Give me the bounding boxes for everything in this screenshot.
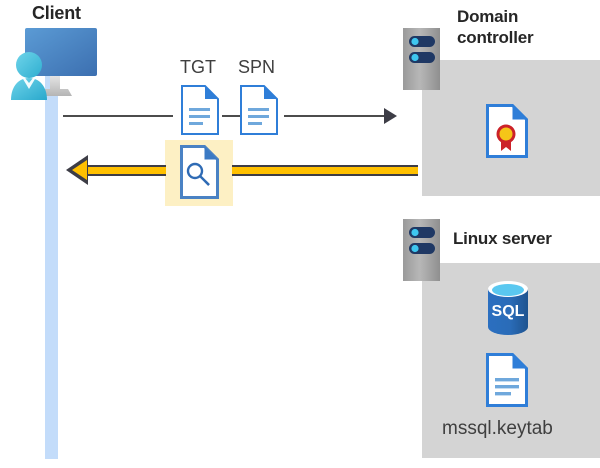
client-title: Client [32,3,81,23]
domain-controller-server-icon [403,28,440,90]
linux-server-title: Linux server [453,229,552,248]
client-lifeline [45,68,58,459]
linux-server-server-icon [403,219,440,281]
certificate-document-icon [486,104,528,158]
tgt-document-icon [181,85,219,135]
response-bar-right [232,165,418,176]
spn-document-icon [240,85,278,135]
request-arrowhead [384,108,397,124]
sql-database-label: SQL [492,303,525,320]
key-document-icon [180,145,219,199]
request-line-middle [222,115,240,117]
request-line-right [284,115,384,117]
response-arrowhead-inner [72,160,87,180]
request-line-left [63,115,173,117]
tgt-label: TGT [180,57,216,77]
response-bar-left [88,165,166,176]
spn-label: SPN [238,57,276,77]
keytab-filename-label: mssql.keytab [442,418,553,439]
sql-database-icon: SQL [484,280,532,336]
domain-controller-title: Domain controller [457,7,534,47]
user-workstation-icon [6,25,102,105]
keytab-document-icon [486,353,528,407]
